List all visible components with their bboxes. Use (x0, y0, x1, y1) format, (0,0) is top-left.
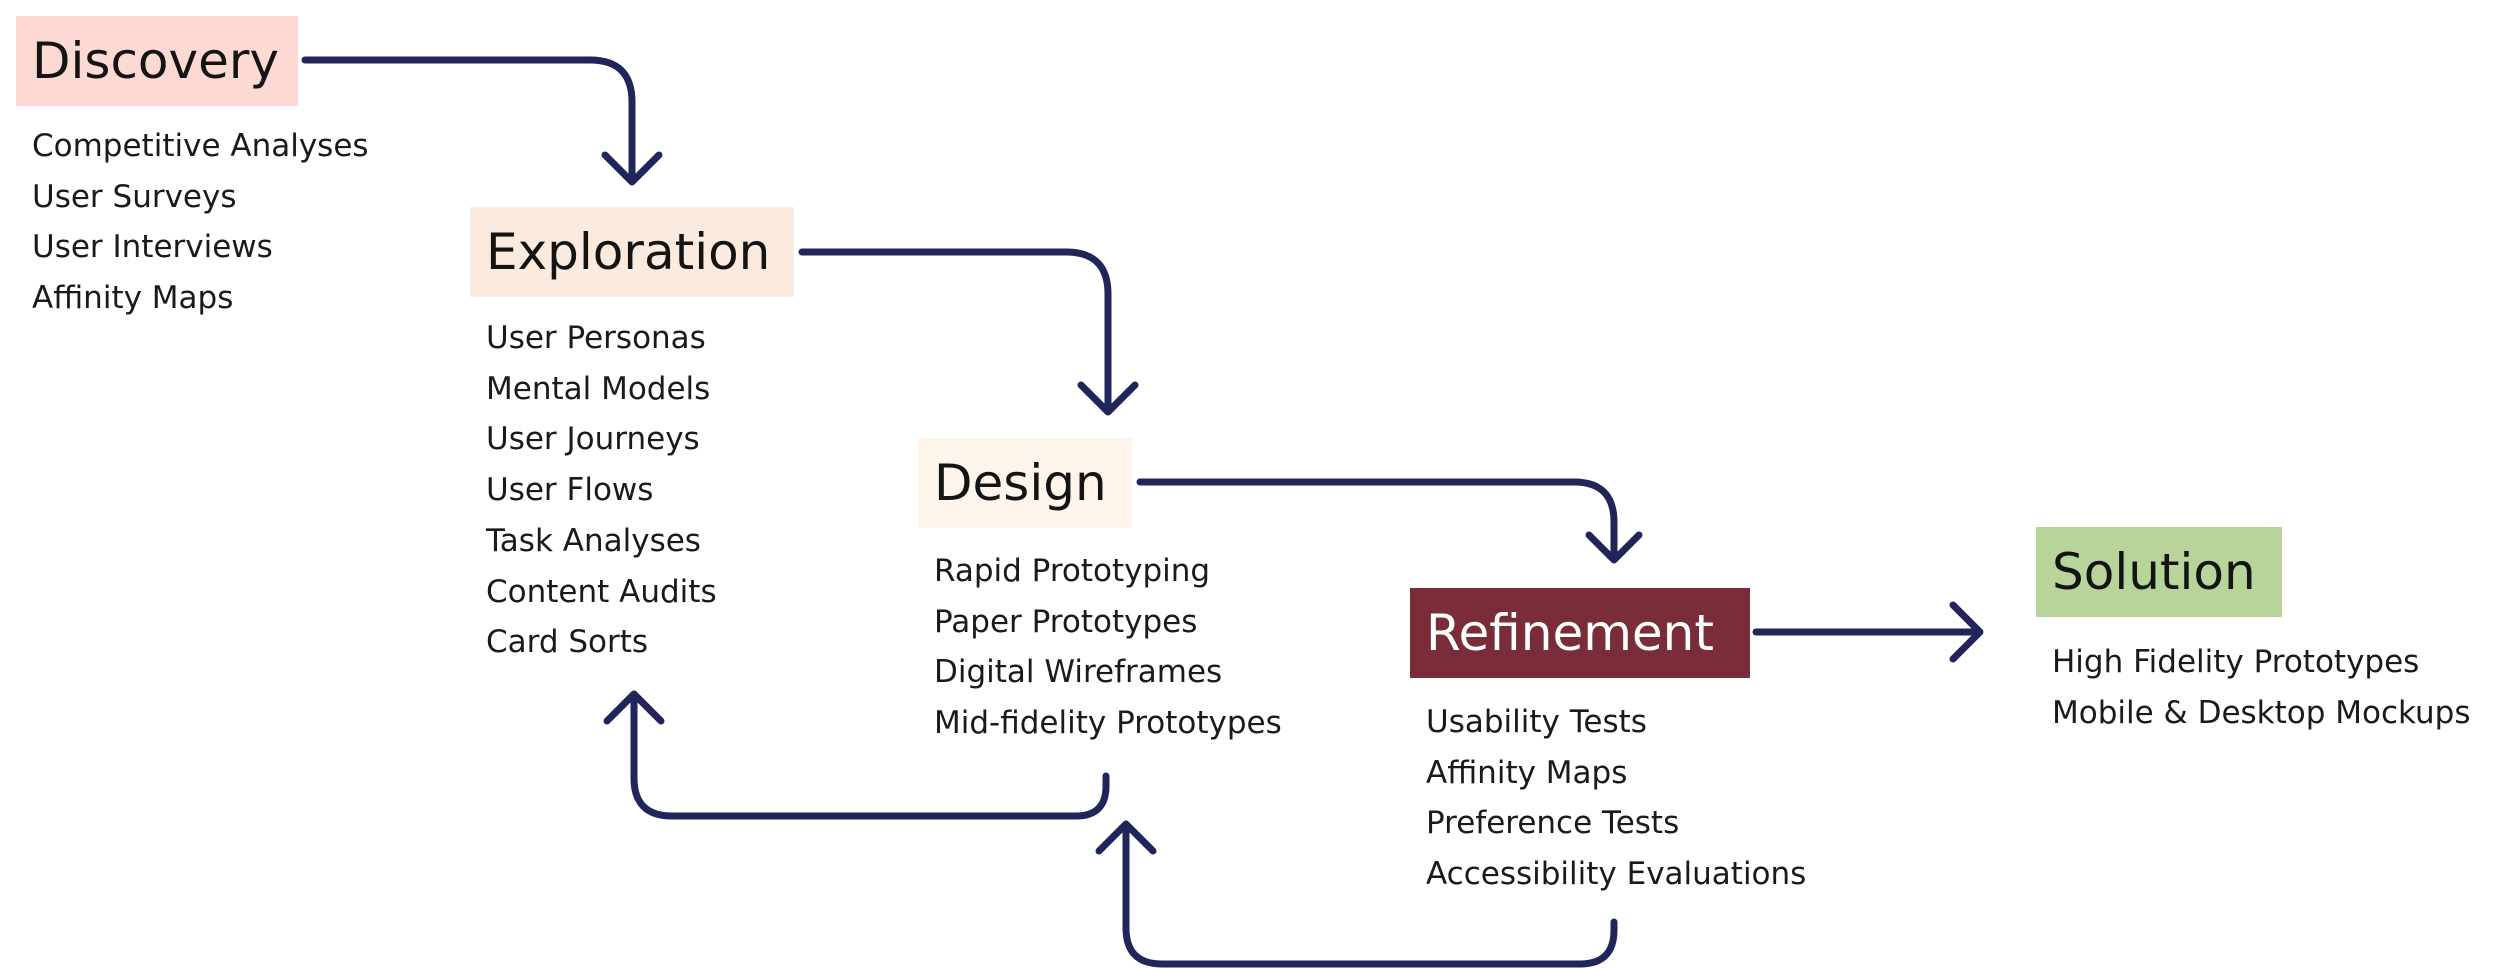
list-item: Preference Tests (1426, 805, 1680, 842)
list-item: Digital Wireframes (934, 654, 1223, 691)
list-item: User Interviews (32, 229, 273, 266)
list-item: High Fidelity Prototypes (2052, 644, 2420, 680)
list-item: Affinity Maps (32, 280, 234, 317)
stage-title-exploration: Exploration (470, 207, 794, 297)
stage-title-refinement: Refinement (1410, 588, 1750, 678)
list-item: Content Audits (486, 573, 717, 610)
stage-title-discovery: Discovery (16, 16, 298, 106)
list-item: Rapid Prototyping (934, 553, 1211, 589)
list-item: Paper Prototypes (934, 603, 1198, 640)
list-item: Task Analyses (486, 522, 701, 559)
list-item: User Journeys (486, 421, 700, 458)
list-item: Competitive Analyses (32, 128, 369, 164)
list-item: Usability Tests (1426, 704, 1647, 740)
list-item: Accessibility Evaluations (1426, 856, 1807, 893)
arrow-refinement-to-solution (1752, 601, 1984, 663)
list-item: Card Sorts (486, 624, 649, 661)
list-item: User Surveys (32, 178, 237, 215)
list-item: Mobile & Desktop Mockups (2052, 694, 2471, 731)
stage-title-design: Design (918, 438, 1132, 528)
list-item: Mid-fidelity Prototypes (934, 705, 1282, 742)
list-item: User Flows (486, 472, 654, 509)
list-item: Mental Models (486, 370, 711, 407)
list-item: User Personas (486, 320, 706, 356)
stage-title-solution: Solution (2036, 527, 2282, 617)
arrow-exploration-to-design (798, 248, 1139, 416)
list-item: Affinity Maps (1426, 754, 1628, 791)
